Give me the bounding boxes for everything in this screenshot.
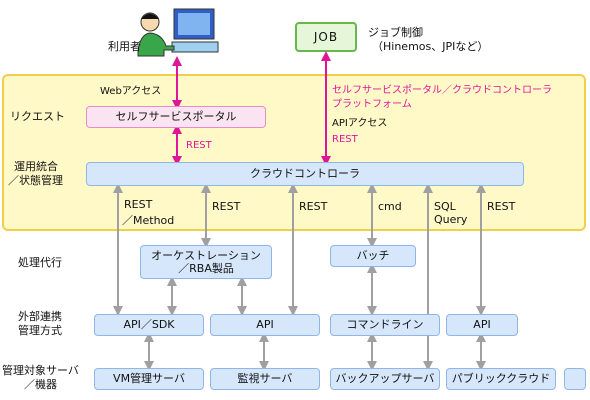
web-access-label: Webアクセス xyxy=(100,86,162,97)
api-access-label: APIアクセス xyxy=(332,118,388,129)
user-at-computer-icon xyxy=(137,8,219,57)
job-note-1: ジョブ制御 xyxy=(368,26,423,39)
backup-server-box: バックアップサーバ xyxy=(330,368,440,390)
arrow-label-cmd: cmd xyxy=(378,200,402,213)
arrow-label-rest-5: REST xyxy=(487,200,516,213)
monitor-server-box: 監視サーバ xyxy=(210,368,320,390)
rest-label-portal: REST xyxy=(186,140,212,151)
side-label-ext-2: 管理方式 xyxy=(18,324,62,337)
arrow-label-method: ／Method xyxy=(122,214,175,227)
orchestration-line-1: オーケストレーション xyxy=(151,248,261,262)
orchestration-box: オーケストレーション ／RBA製品 xyxy=(140,245,272,279)
api-box-4: API xyxy=(446,314,518,336)
batch-box: バッチ xyxy=(330,245,416,267)
user-label: 利用者 xyxy=(108,40,141,53)
side-label-ops-2: ／状態管理 xyxy=(8,174,63,187)
arrow-label-rest-1: REST xyxy=(124,198,153,211)
cloud-controller-box: クラウドコントローラ xyxy=(86,162,524,186)
job-note-2: （Hinemos、JPIなど） xyxy=(372,40,489,53)
platform-title-1: セルフサービスポータル／クラウドコントローラ xyxy=(332,85,552,96)
self-service-portal-box: セルフサービスポータル xyxy=(86,106,266,128)
arrow-label-rest-2: REST xyxy=(212,200,241,213)
orchestration-line-2: ／RBA製品 xyxy=(178,262,234,275)
arrow-label-query: Query xyxy=(434,213,468,226)
more-box xyxy=(564,368,586,390)
command-line-box: コマンドライン xyxy=(330,314,440,336)
vm-server-box: VM管理サーバ xyxy=(94,368,204,390)
platform-title-2: プラットフォーム xyxy=(332,99,412,110)
arrow-label-sql: SQL xyxy=(434,200,456,213)
side-label-proxy: 処理代行 xyxy=(18,256,62,269)
arrow-label-rest-3: REST xyxy=(299,200,328,213)
side-label-target-2: ／機器 xyxy=(24,378,57,391)
side-label-ops-1: 運用統合 xyxy=(14,160,58,173)
rest-label-job: REST xyxy=(332,134,358,145)
api-sdk-box: API／SDK xyxy=(94,314,204,336)
side-label-request: リクエスト xyxy=(10,110,65,123)
api-box-2: API xyxy=(210,314,320,336)
side-label-target-1: 管理対象サーバ xyxy=(2,364,79,377)
public-cloud-box: パブリッククラウド xyxy=(446,368,556,390)
side-label-ext-1: 外部連携 xyxy=(18,310,62,323)
